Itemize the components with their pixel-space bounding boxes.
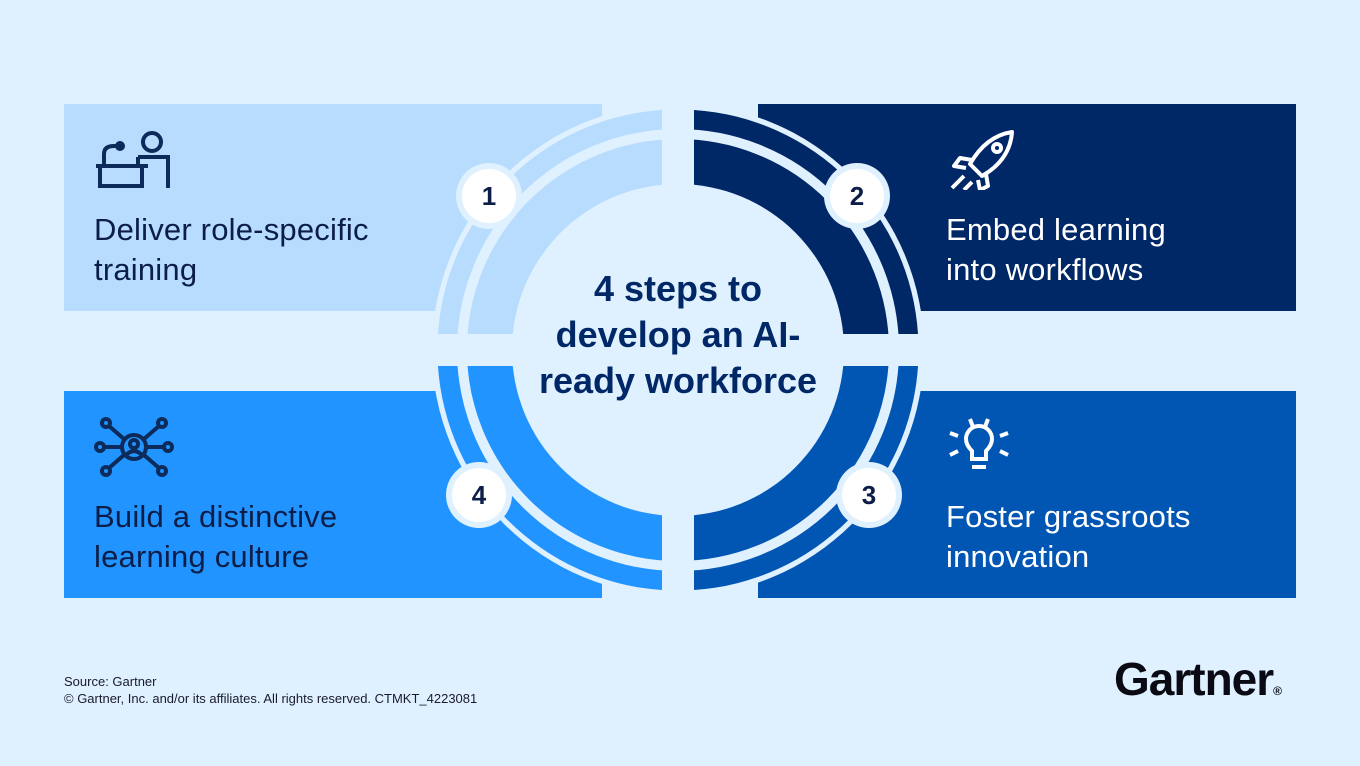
footer: Source: Gartner © Gartner, Inc. and/or i… (64, 673, 477, 707)
center-title: 4 steps to develop an AI-ready workforce (538, 268, 818, 401)
rocket-icon (950, 130, 1014, 190)
step-card-1: Deliver role-specific training (64, 104, 602, 311)
step-label-1: Deliver role-specific training (94, 212, 369, 287)
step-label-3: Foster grassroots innovation (946, 499, 1191, 574)
step-number-badge-2: 2 (830, 169, 884, 223)
gartner-logo: Gartner® (1114, 653, 1283, 705)
network-person-icon (94, 417, 174, 477)
lightbulb-icon (949, 418, 1009, 469)
step-number-badge-3: 3 (842, 468, 896, 522)
copyright-text: © Gartner, Inc. and/or its affiliates. A… (64, 691, 478, 706)
step-number-badge-1: 1 (462, 169, 516, 223)
step-card-4: Build a distinctive learning culture (64, 391, 602, 598)
step-label-2: Embed learning into workflows (946, 212, 1166, 287)
source-text: Source: Gartner (64, 674, 157, 689)
step-label-4: Build a distinctive learning culture (94, 499, 338, 574)
presenter-podium-icon (96, 131, 170, 188)
step-card-3: Foster grassroots innovation (758, 391, 1296, 598)
step-number-badge-4: 4 (452, 468, 506, 522)
